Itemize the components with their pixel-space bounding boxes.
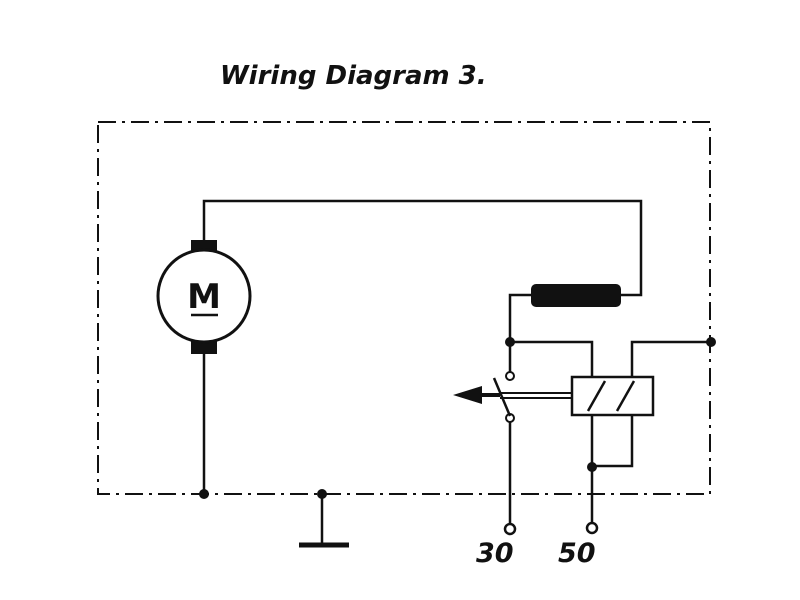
switch-contact xyxy=(453,371,572,423)
relay xyxy=(570,375,655,417)
motor: M xyxy=(156,240,252,354)
wire-relay-to-output xyxy=(630,340,712,377)
junction-dots xyxy=(199,337,716,499)
wires xyxy=(202,199,712,544)
junction-ground xyxy=(317,489,327,499)
contact-point-upper xyxy=(505,371,515,381)
junction-contact xyxy=(505,337,515,347)
terminal-50-connector xyxy=(585,521,599,535)
wire-relay-return xyxy=(592,415,634,468)
relay-box xyxy=(570,375,655,417)
relay-slash-1 xyxy=(586,380,607,412)
terminal-50-label: 50 xyxy=(558,538,596,569)
junction-motor-ground xyxy=(199,489,209,499)
motor-circle xyxy=(156,248,252,344)
wire-coil-to-contact xyxy=(508,293,531,375)
junction-relay xyxy=(587,462,597,472)
coil-resistor xyxy=(531,284,621,307)
terminal-30-label: 30 xyxy=(476,538,514,569)
junction-output xyxy=(706,337,716,347)
diagram-title: Wiring Diagram 3. xyxy=(220,61,487,91)
terminal-30-connector xyxy=(503,522,517,536)
wire-contact-to-relay xyxy=(510,340,594,377)
motor-brush-bottom xyxy=(191,341,217,354)
housing-boundary xyxy=(97,121,711,495)
actuator-arrow-icon xyxy=(453,386,482,404)
wire-motor-to-coil xyxy=(202,199,643,297)
motor-label: M xyxy=(187,277,221,317)
relay-slash-2 xyxy=(615,380,636,412)
